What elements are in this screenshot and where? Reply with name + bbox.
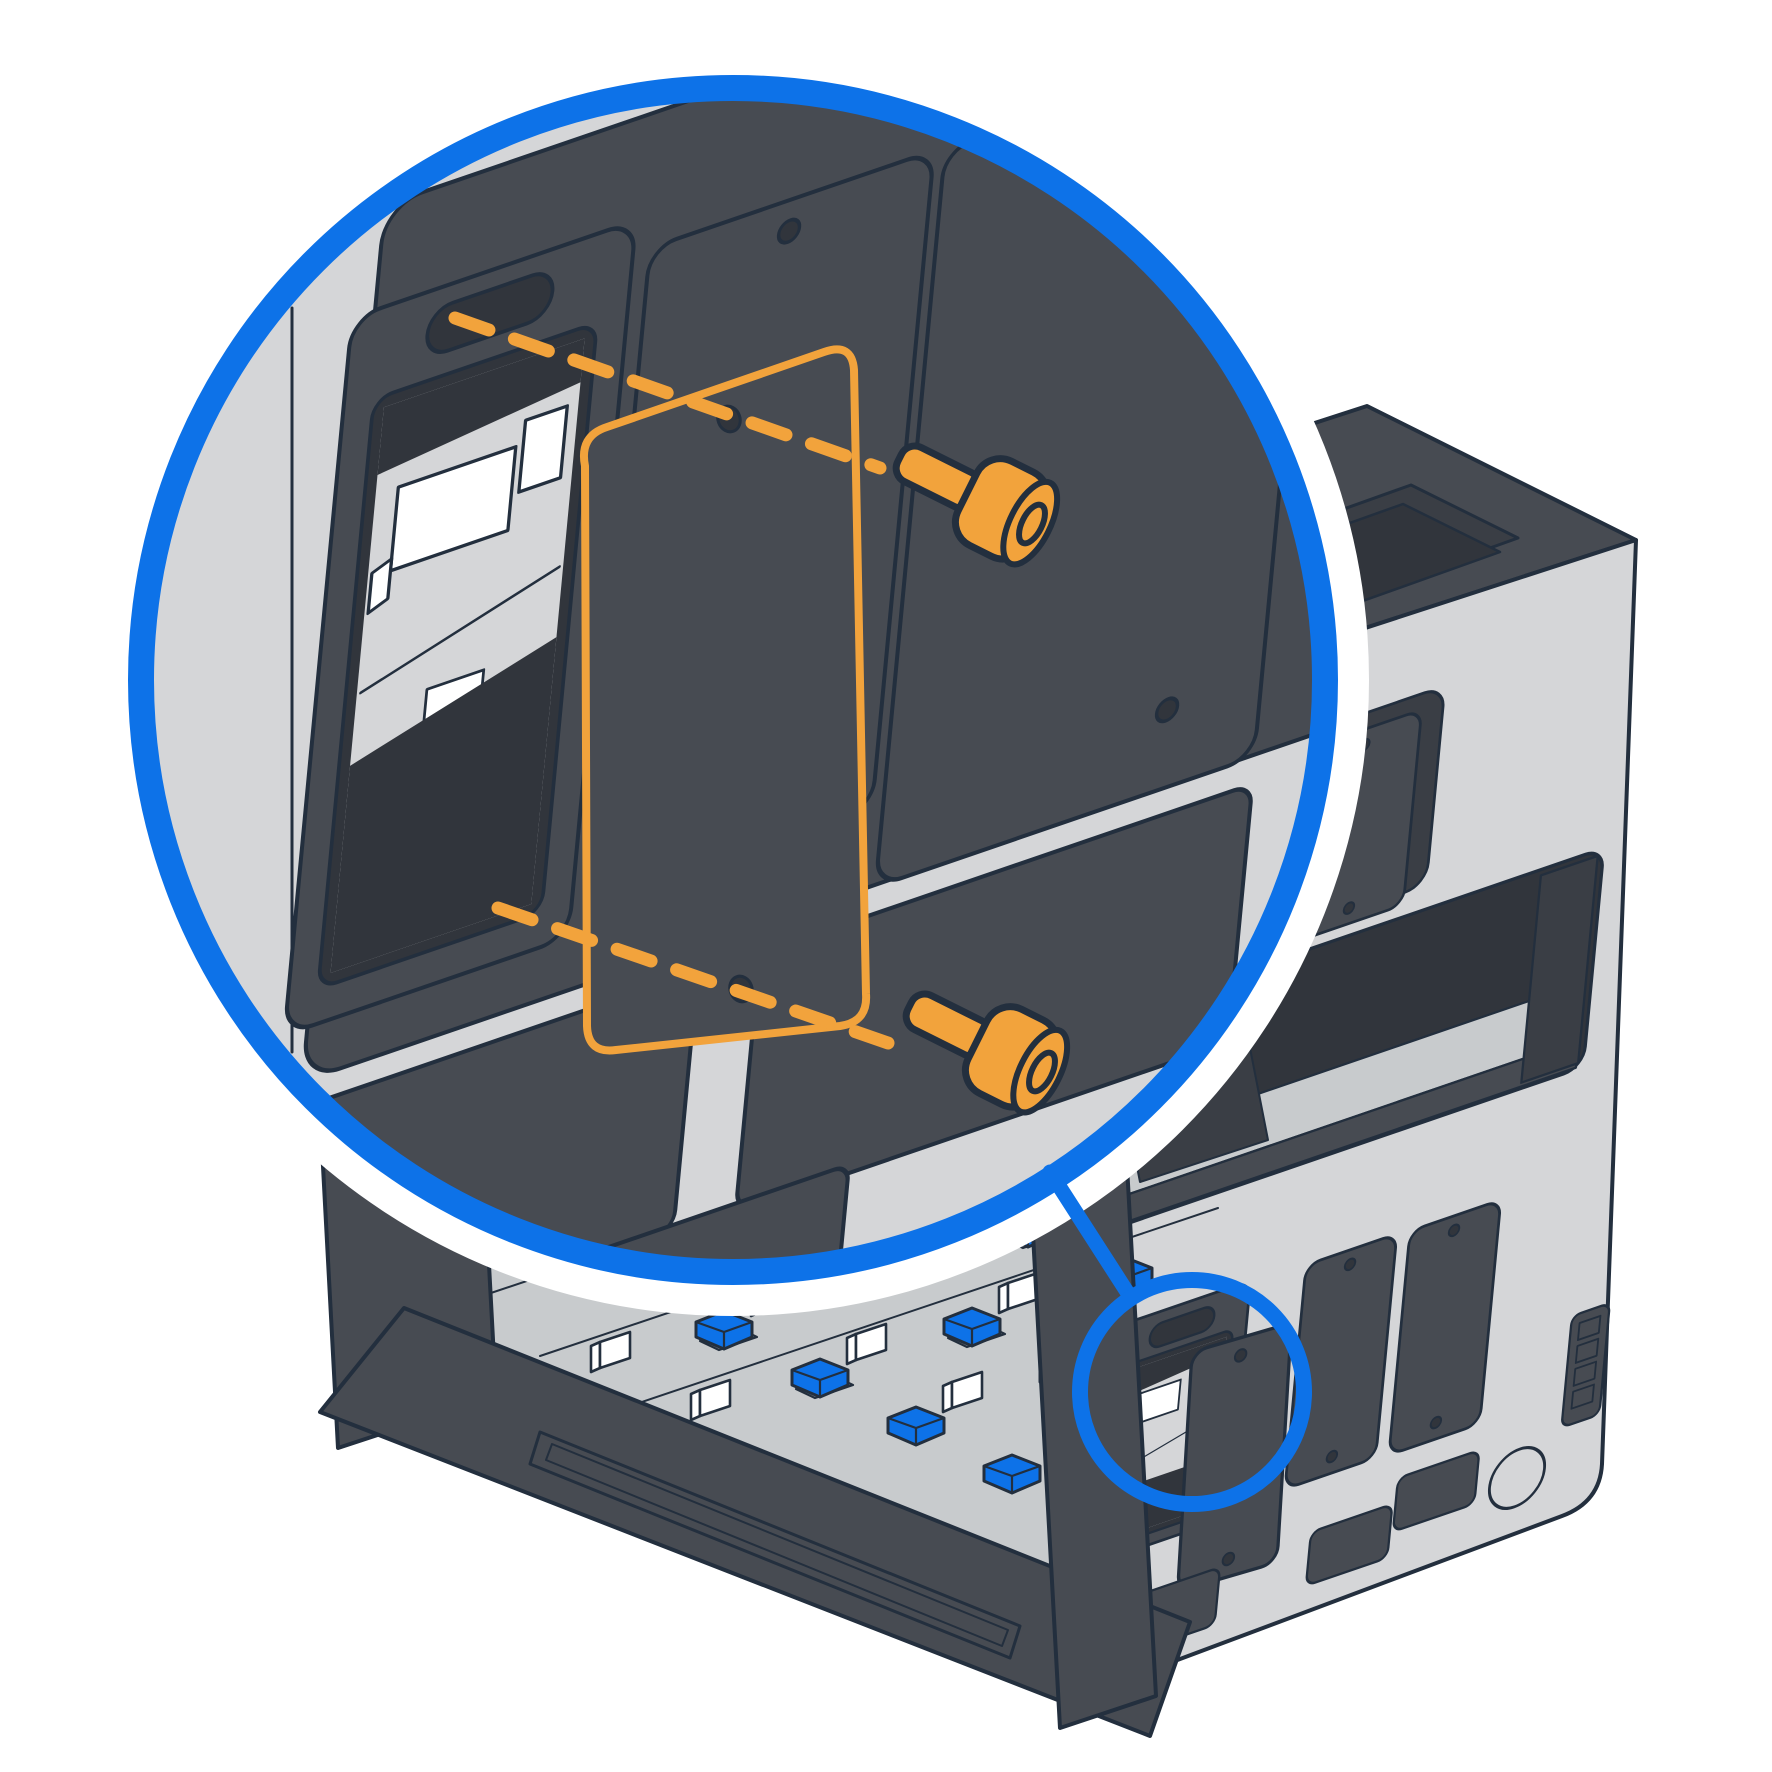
magnified-open-slot — [284, 226, 636, 1030]
magnified-latch-cutout — [425, 272, 555, 354]
magnified-lower-dark — [330, 637, 557, 974]
callout-connector — [1042, 1164, 1312, 1512]
lid-handle-groove-inner — [545, 1443, 1009, 1647]
highlight-ring — [1072, 1272, 1312, 1512]
drive-door-3 — [1388, 1202, 1501, 1453]
magnified-floor-edge — [359, 565, 561, 695]
indicator-segment — [1577, 1314, 1602, 1342]
magnified-bracket-fold — [366, 556, 394, 616]
magnified-bottom-sliver — [553, 1166, 850, 1260]
vent-cutout-3 — [1392, 1451, 1480, 1531]
indicator-segment — [1572, 1360, 1598, 1387]
connector-line — [1042, 1164, 1139, 1306]
vent-cutout-2 — [1305, 1505, 1393, 1585]
magnified-top-shadow — [377, 338, 585, 476]
magnified-bracket — [388, 444, 518, 573]
magnifier-callout — [97, 44, 1369, 1316]
orange-install-door — [580, 345, 871, 1055]
magnifier-halo — [97, 44, 1369, 1316]
bay-right-wall — [1520, 854, 1599, 1084]
magnifier-ring — [128, 75, 1338, 1285]
slot-latch-cutout — [1148, 1306, 1216, 1349]
dashed-guide-bottom — [491, 901, 895, 1050]
lid-bottom-bar — [318, 1306, 1192, 1738]
indicator-strip — [1561, 1304, 1611, 1427]
dashed-guide-top — [448, 311, 887, 475]
magnified-side-tab — [517, 404, 569, 494]
magnified-lower-bay-right — [735, 787, 1253, 1209]
indicator-segment — [1570, 1383, 1595, 1410]
lid-handle-groove — [528, 1430, 1022, 1660]
magnified-view — [153, 100, 1313, 1260]
panel-hole-right — [1487, 1446, 1547, 1510]
indicator-segment — [1574, 1337, 1600, 1364]
